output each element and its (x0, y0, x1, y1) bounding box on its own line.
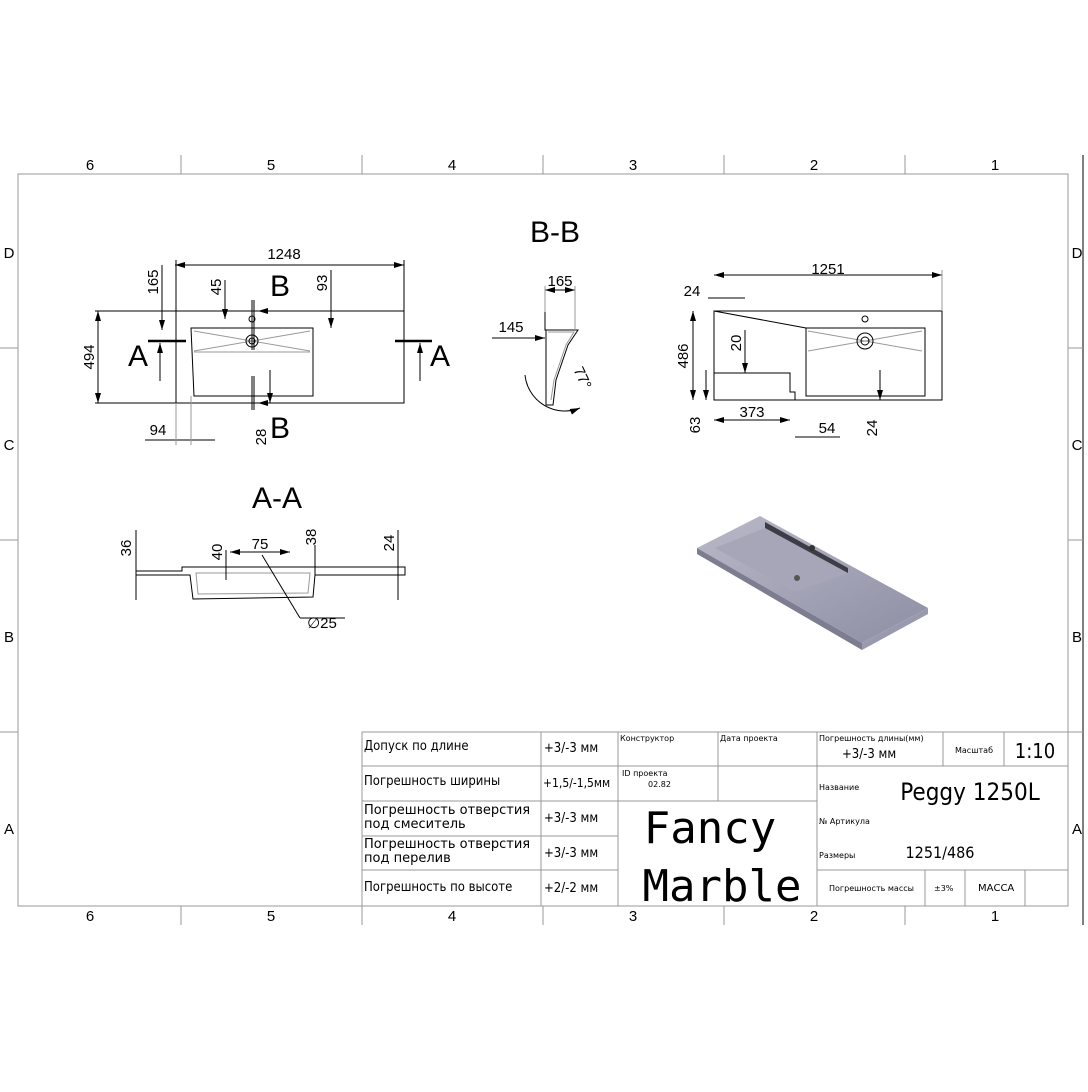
svg-text:№ Артикула: № Артикула (819, 817, 870, 826)
svg-text:24: 24 (684, 283, 701, 300)
svg-text:5: 5 (267, 908, 275, 925)
svg-text:6: 6 (86, 908, 94, 925)
svg-text:D: D (1072, 245, 1083, 262)
scale-value: 1:10 (1015, 739, 1055, 763)
svg-text:40: 40 (209, 544, 226, 561)
svg-text:75: 75 (252, 536, 269, 553)
svg-text:D: D (4, 245, 15, 262)
svg-text:24: 24 (864, 420, 881, 437)
svg-text:Дата проекта: Дата проекта (720, 734, 778, 743)
svg-text:Размеры: Размеры (819, 851, 855, 860)
svg-text:∅25: ∅25 (307, 615, 337, 632)
svg-text:B-B: B-B (530, 216, 580, 249)
svg-text:1248: 1248 (267, 246, 300, 263)
svg-text:ID проекта: ID проекта (622, 769, 668, 778)
svg-text:165: 165 (547, 273, 572, 290)
svg-text:Конструктор: Конструктор (620, 734, 674, 743)
section-b-b: B-B 165 145 77° (492, 216, 595, 415)
svg-text:38: 38 (303, 529, 320, 546)
tol-value: +3/-3 мм (544, 741, 598, 756)
svg-text:5: 5 (267, 157, 275, 174)
svg-text:C: C (1072, 437, 1083, 454)
svg-text:2: 2 (810, 157, 818, 174)
svg-text:4: 4 (448, 157, 456, 174)
logo-marble: Marble (643, 861, 802, 912)
section-a-a: A-A 36 40 75 38 24 ∅25 (118, 482, 406, 632)
svg-text:1: 1 (991, 157, 999, 174)
tol-label: Погрешность ширины (364, 774, 500, 789)
svg-text:+3/-3 мм: +3/-3 мм (842, 747, 896, 762)
svg-text:63: 63 (687, 417, 704, 434)
svg-text:3: 3 (629, 157, 637, 174)
tol-label: Погрешность по высоте (364, 880, 512, 895)
svg-text:Погрешность массы: Погрешность массы (829, 884, 914, 893)
svg-text:36: 36 (118, 540, 135, 557)
svg-text:486: 486 (675, 343, 692, 368)
svg-text:1: 1 (991, 908, 999, 925)
svg-text:02.82: 02.82 (648, 780, 671, 789)
logo-fancy: Fancy (644, 803, 776, 854)
svg-text:45: 45 (208, 279, 225, 296)
svg-text:20: 20 (728, 335, 745, 352)
svg-text:93: 93 (314, 275, 331, 292)
svg-text:3: 3 (629, 908, 637, 925)
svg-text:Погрешность длины(мм): Погрешность длины(мм) (819, 734, 924, 743)
tol-label: Погрешность отверстия под перелив (364, 837, 531, 866)
svg-text:A: A (1072, 821, 1082, 838)
svg-text:A: A (4, 821, 14, 838)
svg-text:A: A (128, 340, 148, 373)
svg-text:165: 165 (145, 269, 162, 294)
svg-text:6: 6 (86, 157, 94, 174)
svg-text:94: 94 (150, 422, 167, 439)
svg-text:Масштаб: Масштаб (955, 746, 993, 755)
svg-text:A: A (430, 340, 450, 373)
svg-text:B: B (1072, 629, 1082, 646)
svg-text:1251: 1251 (811, 261, 844, 278)
top-view: 1248 494 165 45 93 94 28 A A B B (81, 246, 450, 445)
svg-text:145: 145 (498, 319, 523, 336)
svg-text:373: 373 (739, 404, 764, 421)
svg-text:B: B (4, 629, 14, 646)
product-name: Peggy 1250L (900, 778, 1039, 806)
tol-value: +3/-3 мм (544, 846, 598, 861)
svg-text:МАССА: МАССА (978, 883, 1014, 894)
svg-text:28: 28 (253, 429, 270, 446)
svg-text:C: C (4, 437, 15, 454)
side-view: 1251 24 486 20 63 373 54 24 (675, 261, 943, 438)
svg-text:B: B (270, 270, 290, 303)
svg-text:494: 494 (81, 344, 98, 369)
tol-label: Допуск по длине (364, 739, 469, 754)
svg-text:A-A: A-A (252, 482, 302, 515)
zone-ticks (0, 155, 1083, 925)
iso-render (697, 516, 928, 650)
tol-value: +2/-2 мм (544, 881, 598, 896)
tol-value: +3/-3 мм (544, 811, 598, 826)
svg-text:24: 24 (381, 535, 398, 552)
svg-text:Название: Название (819, 783, 859, 792)
svg-text:1251/486: 1251/486 (906, 843, 975, 862)
title-block: Допуск по длине +3/-3 мм Погрешность шир… (361, 731, 1069, 912)
svg-text:B: B (270, 412, 290, 445)
tol-value: +1,5/-1,5мм (543, 776, 610, 790)
svg-text:77°: 77° (570, 364, 595, 392)
svg-text:2: 2 (810, 908, 818, 925)
tol-label: Погрешность отверстия под смеситель (364, 803, 531, 832)
svg-text:4: 4 (448, 908, 456, 925)
zone-labels: 6 5 4 3 2 1 6 5 4 3 2 1 D C B A D C B A (4, 157, 1083, 925)
svg-text:54: 54 (819, 420, 836, 437)
svg-text:±3%: ±3% (934, 884, 954, 893)
